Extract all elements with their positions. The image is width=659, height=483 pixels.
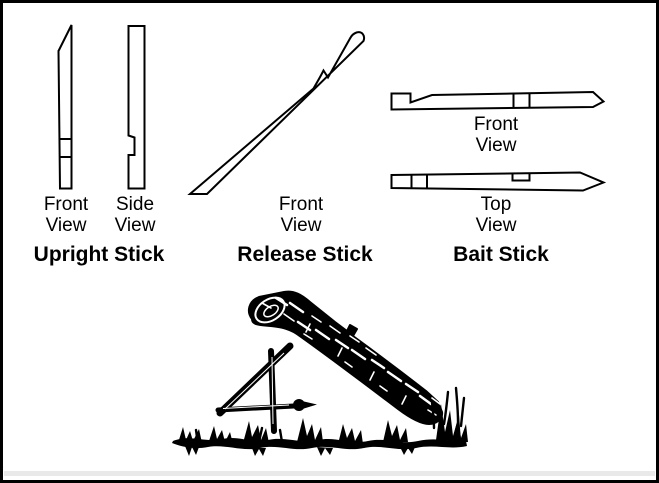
bait-stick-front-view-drawing (390, 90, 606, 111)
release-stick-front-view-label: Front View (278, 194, 324, 236)
upright-stick-side-view-label: Side View (114, 194, 156, 236)
bait-stick-top-view-label: Top View (475, 194, 517, 236)
grass-blades (194, 386, 466, 446)
trap-bait (293, 399, 317, 411)
release-stick-title: Release Stick (237, 243, 373, 266)
bait-stick-front-view-label: Front View (473, 114, 519, 156)
log-texture (261, 296, 441, 416)
log (247, 290, 444, 425)
deadfall-trap-illustration (172, 290, 468, 456)
upright-stick-front-view-label: Front View (43, 194, 89, 236)
upright-stick-title: Upright Stick (33, 243, 165, 266)
scan-artifact-strip (4, 471, 655, 476)
trap-stick-texture (222, 352, 290, 425)
release-stick-front-view-drawing (187, 31, 366, 195)
upright-stick-side-view-drawing (127, 25, 146, 190)
trap-bait-stick (215, 403, 297, 413)
bait-stick-top-view-drawing (390, 171, 607, 192)
trap-sticks (215, 342, 297, 434)
upright-stick-front-view-drawing (57, 24, 73, 190)
trap-release-stick (216, 342, 294, 417)
bait-stick-title: Bait Stick (453, 243, 549, 266)
grass (172, 404, 468, 456)
